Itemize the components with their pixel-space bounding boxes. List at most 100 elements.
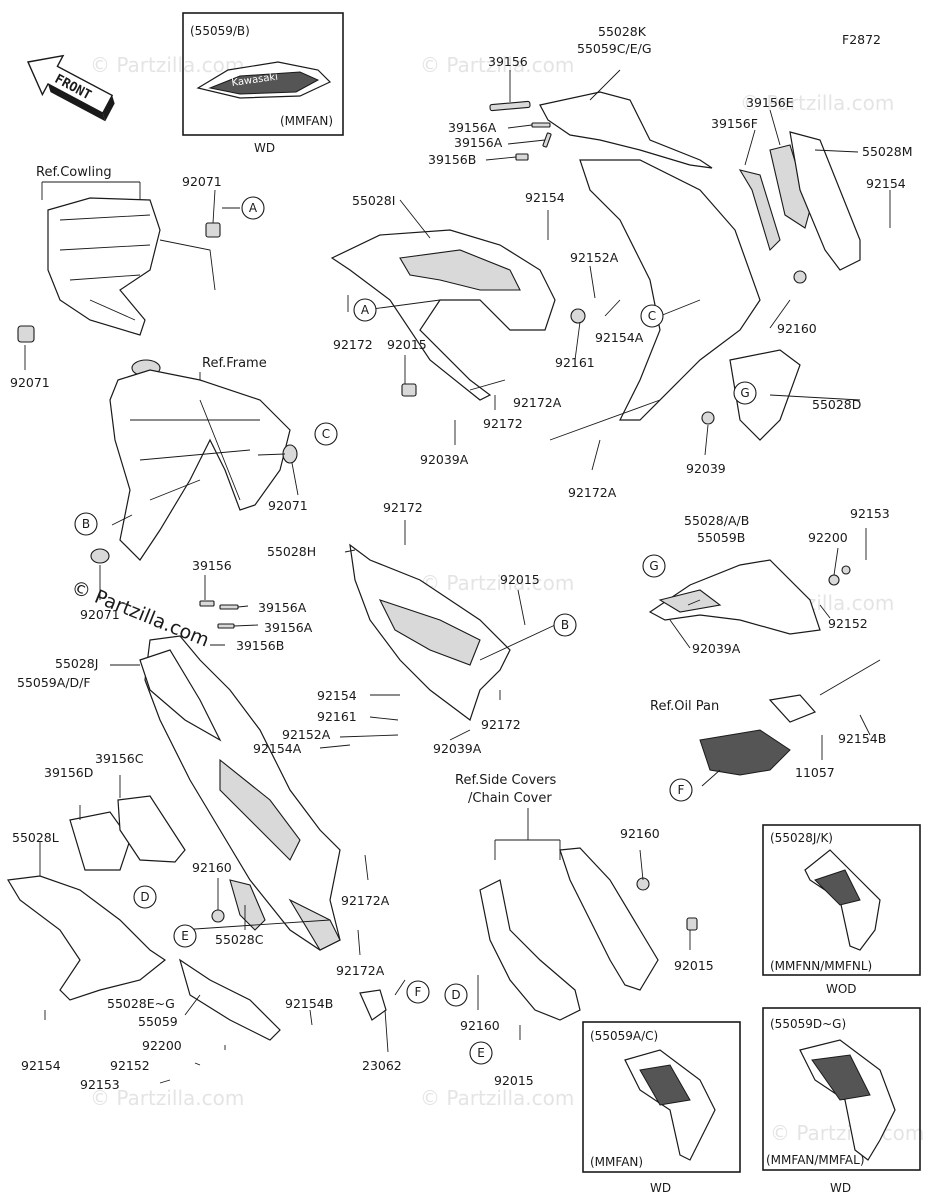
part-label: 55028L xyxy=(12,830,59,845)
part-number-labels: 55028K 55059C/E/G 39156 39156A 39156A 39… xyxy=(10,24,913,1092)
part-label: 39156A xyxy=(448,120,497,135)
inset-title: (55059D~G) xyxy=(770,1017,846,1031)
inset-variant: (MMFNN/MMFNL) xyxy=(770,959,872,973)
part-label: 92039A xyxy=(692,641,741,656)
part-label: 92161 xyxy=(317,709,357,724)
part-label: 92160 xyxy=(192,860,232,875)
part-label: 39156D xyxy=(44,765,93,780)
oil-pan: Ref.Oil Pan xyxy=(650,694,817,776)
part-label: 92172 xyxy=(483,416,523,431)
side-covers: Ref.Side Covers /Chain Cover xyxy=(455,773,698,1021)
inset-caption: WD xyxy=(830,1181,851,1195)
callout-d-right: D xyxy=(444,983,468,1007)
callout-d-left: D xyxy=(133,885,157,909)
ref-cowling-label: Ref.Cowling xyxy=(36,165,112,180)
part-label: 92172A xyxy=(568,485,617,500)
callout-e-left: E xyxy=(173,924,197,948)
inset-box-55059b: (55059/B) Kawasaki (MMFAN) WD xyxy=(182,12,344,155)
watermark-text: © Partzilla.com xyxy=(90,1086,244,1110)
inset-box-55028jk: (55028J/K) (MMFNN/MMFNL) WOD xyxy=(762,824,921,996)
part-label: 55028D xyxy=(812,397,861,412)
callout-e-right: E xyxy=(469,1041,493,1065)
heat-shields xyxy=(69,795,186,871)
part-label: 39156F xyxy=(711,116,758,131)
part-label: 39156C xyxy=(95,751,144,766)
watermark-text: © Partzilla.com xyxy=(420,571,574,595)
part-label: 55028I xyxy=(352,193,395,208)
inset-box-55059ac: (55059A/C) (MMFAN) WD xyxy=(582,1021,741,1195)
callout-a-mid: A xyxy=(353,298,377,322)
svg-text:E: E xyxy=(477,1046,485,1060)
inset-title: (55028J/K) xyxy=(770,831,833,845)
part-label: 92200 xyxy=(142,1038,182,1053)
part-label: 92154 xyxy=(866,176,906,191)
callout-c-left: C xyxy=(314,422,338,446)
ref-cowling-bracket: Ref.Cowling xyxy=(17,165,221,343)
part-label: 92172 xyxy=(333,337,373,352)
part-label: 55028J xyxy=(55,656,98,671)
inset-caption: WD xyxy=(254,141,275,155)
watermark-text: © Partzilla.com xyxy=(90,53,244,77)
svg-text:A: A xyxy=(249,201,258,215)
part-label: 92015 xyxy=(500,572,540,587)
part-label: 92172 xyxy=(383,500,423,515)
part-label: 55059B xyxy=(697,530,745,545)
callout-g-top: G xyxy=(733,381,757,405)
part-label: 55028M xyxy=(862,144,913,159)
ref-frame: Ref.Frame xyxy=(90,356,298,564)
part-label: 92015 xyxy=(387,337,427,352)
callout-b-mid: B xyxy=(553,613,577,637)
part-label: 92015 xyxy=(674,958,714,973)
svg-text:B: B xyxy=(561,618,569,632)
svg-text:F: F xyxy=(678,783,685,797)
svg-text:E: E xyxy=(181,929,189,943)
lower-fairing-right xyxy=(648,559,851,635)
part-label: 92153 xyxy=(80,1077,120,1092)
part-label: 92161 xyxy=(555,355,595,370)
svg-text:C: C xyxy=(322,427,330,441)
watermark-text: © Partzilla.com xyxy=(420,53,574,77)
part-label: 39156A xyxy=(454,135,503,150)
callout-a-top: A xyxy=(241,196,265,220)
inset-title: (55059/B) xyxy=(190,24,250,38)
svg-text:G: G xyxy=(649,559,658,573)
part-label: 92152 xyxy=(828,616,868,631)
part-label: 92154A xyxy=(595,330,644,345)
watermark-text: © Partzilla.com xyxy=(770,1121,924,1145)
middle-cowl-assembly xyxy=(199,543,511,721)
part-label: 92172 xyxy=(481,717,521,732)
part-label: 92154 xyxy=(317,688,357,703)
callout-g-right: G xyxy=(642,554,666,578)
left-side-fairing xyxy=(139,635,341,951)
callout-c-top: C xyxy=(640,304,664,328)
part-label: 92071 xyxy=(80,607,120,622)
part-label: 39156 xyxy=(488,54,528,69)
callout-f-bottom: F xyxy=(406,980,430,1004)
part-label: 39156A xyxy=(264,620,313,635)
part-label: 92039 xyxy=(686,461,726,476)
part-label: 39156 xyxy=(192,558,232,573)
callout-f-right: F xyxy=(669,778,693,802)
svg-text:C: C xyxy=(648,309,656,323)
part-label: 92015 xyxy=(494,1073,534,1088)
part-label: 92152 xyxy=(110,1058,150,1073)
svg-text:B: B xyxy=(82,517,90,531)
part-label: 92071 xyxy=(10,375,50,390)
part-label: 55059C/E/G xyxy=(577,41,652,56)
part-label: 55028K xyxy=(598,24,647,39)
inset-caption: WD xyxy=(650,1181,671,1195)
leader-lines xyxy=(24,69,891,1084)
svg-text:D: D xyxy=(451,988,460,1002)
svg-text:A: A xyxy=(361,303,370,317)
part-label: 92039A xyxy=(420,452,469,467)
part-label: 92071 xyxy=(182,174,222,189)
svg-text:D: D xyxy=(140,890,149,904)
ref-side-covers-label: Ref.Side Covers xyxy=(455,773,557,788)
part-label: 55059 xyxy=(138,1014,178,1029)
part-label: 55059A/D/F xyxy=(17,675,91,690)
part-label: 92154A xyxy=(253,741,302,756)
inset-variant: (MMFAN/MMFAL) xyxy=(766,1153,865,1167)
watermark-text: © Partzilla.com xyxy=(420,1086,574,1110)
part-label: 92172A xyxy=(336,963,385,978)
part-label: 55028H xyxy=(267,544,316,559)
